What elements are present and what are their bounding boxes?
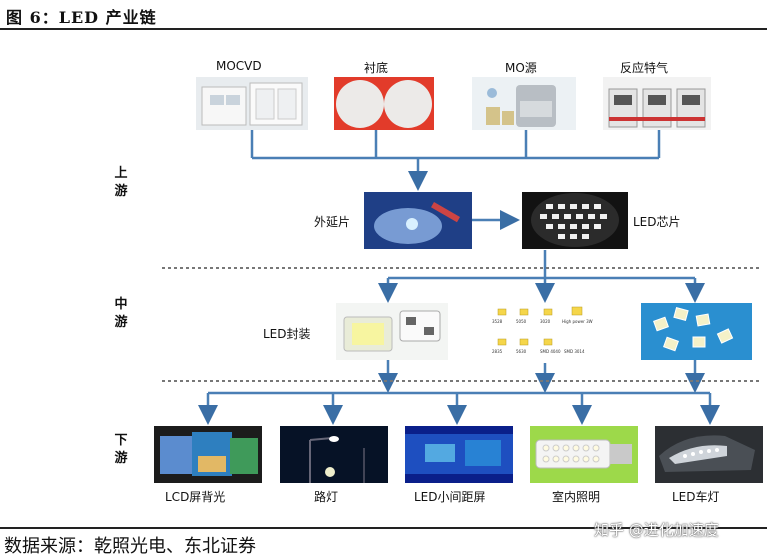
led-chip-image — [522, 192, 628, 249]
package-type-3020: 3020 — [540, 319, 551, 324]
package-type-2835: 2835 — [492, 349, 503, 354]
label-mo-source: MO源 — [505, 61, 537, 75]
label-small-pitch-screen: LED小间距屏 — [414, 490, 486, 504]
package-type-smd-4040: SMD 4040 — [540, 349, 561, 354]
label-lcd-backlight: LCD屏背光 — [165, 490, 226, 504]
label-street-light: 路灯 — [314, 490, 339, 504]
label-substrate: 衬底 — [364, 61, 389, 75]
stage-midstream: 中游 — [114, 297, 128, 330]
led-headlight-image — [655, 426, 763, 483]
indoor-lighting-image — [530, 426, 638, 483]
package-type-smd-3014: SMD 3014 — [564, 349, 585, 354]
figure-title: 图 6：LED 产业链 — [6, 8, 157, 27]
led-package-image — [336, 303, 448, 360]
stage-downstream: 下游 — [114, 433, 128, 466]
label-special-gas: 反应特气 — [620, 61, 669, 75]
substrate-wafer-image — [334, 77, 434, 130]
package-type-3528: 3528 — [492, 319, 503, 324]
mocvd-equipment-image — [196, 77, 308, 130]
label-epitaxial-wafer: 外延片 — [314, 215, 351, 229]
label-led-headlight: LED车灯 — [672, 490, 720, 504]
mo-source-image — [472, 77, 576, 130]
stage-upstream: 上游 — [114, 166, 128, 199]
label-mocvd: MOCVD — [216, 59, 262, 73]
watermark: 知乎 @进化加速度 — [594, 521, 719, 539]
data-source: 数据来源：乾照光电、东北证券 — [4, 536, 256, 557]
label-led-chip: LED芯片 — [633, 215, 681, 229]
label-indoor-lighting: 室内照明 — [552, 490, 601, 504]
epitaxial-wafer-image — [364, 192, 472, 249]
street-light-image — [280, 426, 388, 483]
package-type-high-power: High power 3W — [562, 319, 593, 324]
top-rule — [0, 28, 767, 30]
small-pitch-screen-image — [405, 426, 513, 483]
bottom-rule — [0, 527, 767, 529]
package-type-5630: 5630 — [516, 349, 527, 354]
package-type-5050: 5050 — [516, 319, 527, 324]
special-gas-image — [603, 77, 711, 130]
label-led-packaging: LED封装 — [263, 327, 311, 341]
smd-led-image — [641, 303, 752, 360]
lcd-backlight-image — [154, 426, 262, 483]
package-types-image: 3528 5050 3020 High power 3W 2835 5630 S… — [488, 303, 603, 363]
